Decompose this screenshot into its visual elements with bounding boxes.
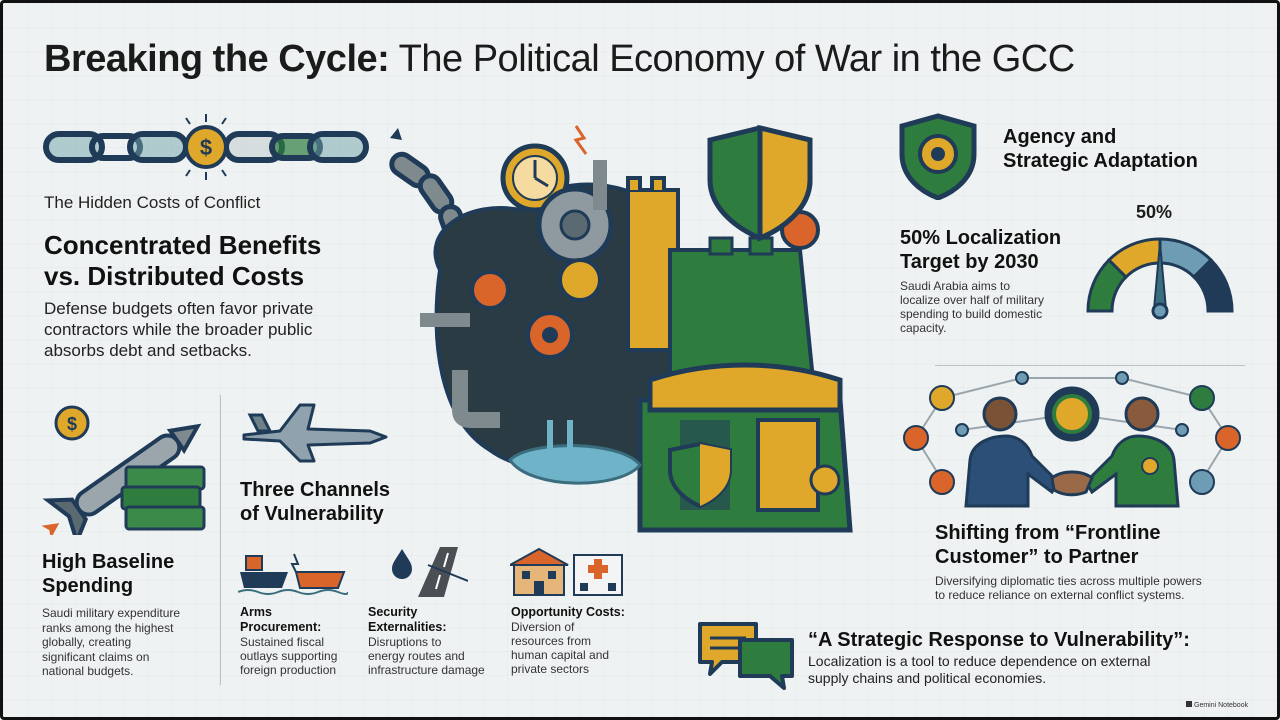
heading-line: Three Channels [240,479,391,501]
handshake-network-illustration [903,371,1241,508]
channel-opportunity: Opportunity Costs: Diversion of resource… [511,605,641,676]
channel-text: infrastructure damage [368,663,485,677]
svg-text:$: $ [67,414,77,434]
column-divider [220,395,221,685]
channel-text: foreign production [240,663,337,677]
body-line: supply chains and political economies. [808,670,1047,686]
svg-text:$: $ [200,135,212,160]
body-line: capacity. [900,321,947,335]
localization-gauge [1086,237,1234,320]
section-divider [935,365,1245,366]
body-line: ranks among the highest [42,620,174,635]
school-hospital-icon [510,547,623,596]
channel-text: outlays supporting [240,649,338,663]
body-line: Saudi military expenditure [42,606,181,620]
heading-line: Target by 2030 [900,251,1039,273]
body-line: spending to build domestic [900,307,1043,321]
response-heading: “A Strategic Response to Vulnerability”: [808,629,1190,651]
title-rest: The Political Economy of War in the GCC [398,38,1076,80]
channel-text: energy routes and [368,649,465,663]
partner-body: Diversifying diplomatic ties across mult… [935,574,1255,602]
gauge-needle [1151,242,1169,320]
gauge-label: 50% [1136,202,1173,222]
channel-text: Sustained fiscal [240,635,325,649]
heading-line: of Vulnerability [240,503,384,525]
channel-title: Procurement: [240,620,322,634]
body-line: Diversifying diplomatic ties across mult… [935,574,1202,588]
footer-brand: Gemini Notebook [1186,701,1248,709]
response-body: Localization is a tool to reduce depende… [808,653,1150,687]
body-line: localize over half of military [900,293,1045,307]
channel-security: Security Externalities: Disruptions to e… [368,605,502,677]
body-line: contractors while the broader public [44,320,313,339]
heading-line: Customer” to Partner [935,546,1139,568]
shield-gear-icon [899,113,977,200]
heading-line: Strategic Adaptation [1003,150,1198,172]
section-label: The Hidden Costs of Conflict [44,193,261,212]
channel-text: Disruptions to [368,635,442,649]
channels-heading: Three Channels of Vulnerability [240,478,390,526]
channel-title: Security [368,605,418,619]
speech-bubbles-icon [698,622,794,690]
page-title: Breaking the Cycle: The Political Econom… [44,38,1075,81]
concentrated-benefits-heading: Concentrated Benefits vs. Distributed Co… [44,230,404,292]
heading-line: vs. Distributed Costs [44,261,305,291]
brand-icon [1186,701,1192,707]
spending-body: Saudi military expenditure ranks among t… [42,606,222,679]
partner-heading: Shifting from “Frontline Customer” to Pa… [935,521,1161,569]
channel-text: human capital and [511,648,610,662]
missile-money-icon: $ [41,405,206,535]
fighter-jet-icon [242,403,388,463]
channel-title: Opportunity Costs: [511,605,625,619]
heading-line: 50% Localization [900,227,1062,249]
body-line: to reduce reliance on external conflict … [935,588,1185,602]
heading-line: High Baseline [42,551,175,573]
pipeline-road-icon [392,547,468,597]
heading-line: Concentrated Benefits [44,230,322,260]
chain-dollar-icon: $ [43,114,369,180]
channel-text: private sectors [511,662,590,676]
gauge-seg-4 [1191,257,1234,313]
brand-text: Gemini Notebook [1194,702,1249,709]
channel-text: Diversion of [511,620,575,634]
heading-line: Spending [42,575,134,597]
localization-body: Saudi Arabia aims to localize over half … [900,279,1080,335]
channel-title: Arms [240,605,272,619]
body-line: national budgets. [42,664,134,678]
heading-line: Shifting from “Frontline [935,522,1161,544]
body-line: Defense budgets often favor private [44,299,314,318]
heading-line: Agency and [1003,126,1117,148]
war-machine-illustration [389,124,853,533]
body-line: globally, creating [42,635,132,649]
title-bold: Breaking the Cycle: [44,38,390,80]
body-line: significant claims on [42,649,150,664]
body-line: absorbs debt and setbacks. [44,341,252,360]
tanker-ship-icon [238,553,348,595]
channel-title: Externalities: [368,620,447,634]
body-line: Localization is a tool to reduce depende… [808,653,1151,669]
concentrated-benefits-body: Defense budgets often favor private cont… [44,298,384,361]
agency-heading: Agency and Strategic Adaptation [1003,125,1198,173]
channel-text: resources from [511,634,592,648]
body-line: Saudi Arabia aims to [900,279,1011,293]
localization-target-heading: 50% Localization Target by 2030 [900,226,1061,274]
channel-arms: Arms Procurement: Sustained fiscal outla… [240,605,358,677]
spending-heading: High Baseline Spending [42,550,174,598]
